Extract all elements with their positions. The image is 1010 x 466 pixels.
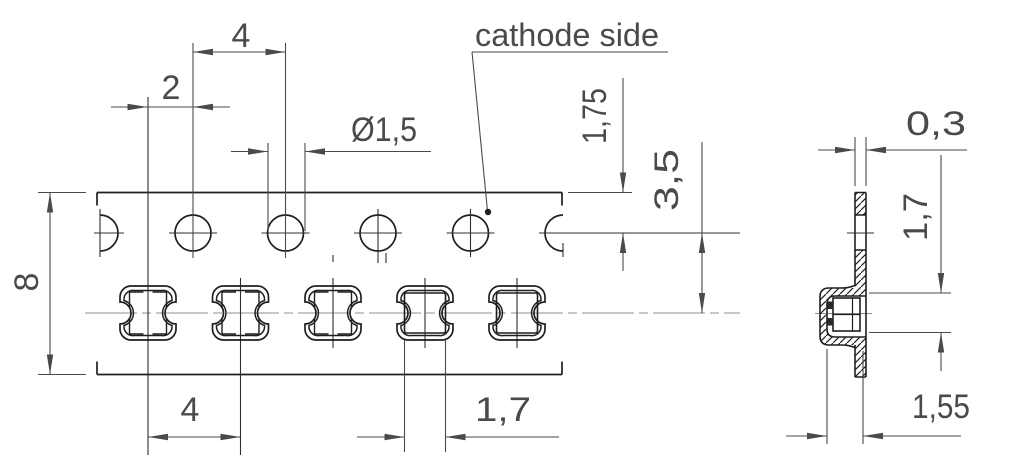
tape-side-view — [819, 191, 874, 378]
dim-pocket-pitch-label: 4 — [181, 391, 200, 429]
cathode-leader — [471, 51, 668, 212]
centerlines — [85, 312, 872, 315]
dim-edge-to-hole-label: 1,75 — [576, 88, 614, 144]
cathode-leader-dot — [484, 208, 492, 216]
dim-pocket-depth-label: 1,55 — [912, 388, 970, 426]
component-section — [827, 297, 861, 332]
dim-tape-thickness-label: 0,3 — [906, 105, 966, 143]
cathode-contact — [827, 301, 833, 309]
dimension-labels: 4 2 Ø1,5 cathode side 1,75 3,5 8 4 1,7 0… — [8, 17, 970, 429]
cathode-side-callout: cathode side — [475, 17, 659, 53]
tape-top-view — [96, 191, 564, 376]
pocket-section-wall — [820, 288, 866, 345]
dim-tape-width-label: 8 — [8, 273, 46, 292]
dim-hole-diameter-label: Ø1,5 — [351, 111, 417, 149]
dim-pocket-height-label: 1,7 — [897, 193, 935, 241]
pocket-centermarks — [147, 97, 518, 455]
dim-hole-offset-label: 2 — [162, 69, 181, 107]
anode-contact — [827, 318, 833, 326]
dim-pocket-opening-label: 1,7 — [475, 391, 531, 429]
hole-centermarks — [94, 209, 740, 263]
dim-hole-to-pocket-label: 3,5 — [648, 149, 686, 211]
dim-hole-pitch-label: 4 — [232, 17, 251, 55]
